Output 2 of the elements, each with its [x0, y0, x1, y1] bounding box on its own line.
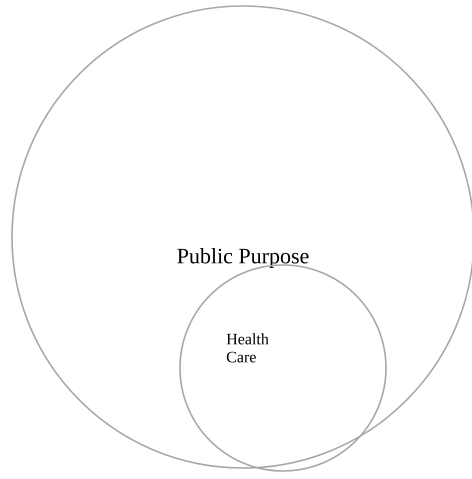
circle-label: Public Purpose: [177, 248, 309, 268]
circle-label: Health Care: [226, 333, 269, 362]
